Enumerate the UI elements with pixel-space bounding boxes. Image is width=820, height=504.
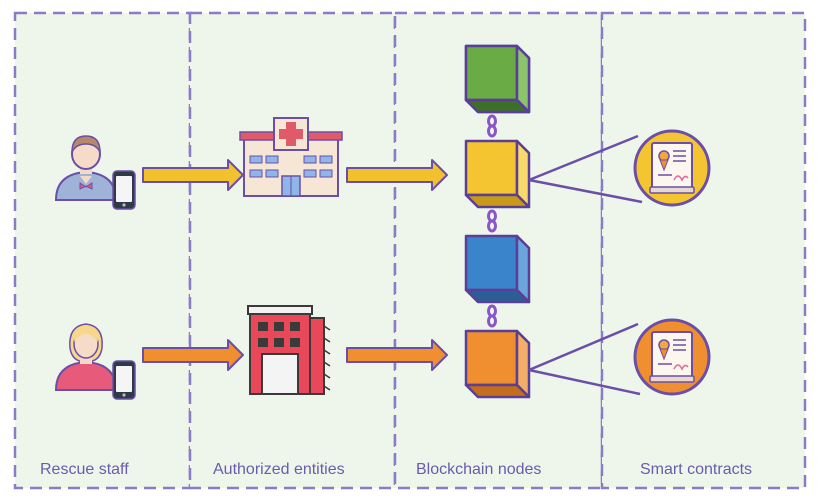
phone-icon [112,360,136,400]
contract-links [528,134,643,396]
node-blue [464,234,531,304]
panel-smart-contracts [600,11,807,490]
phone-icon [112,170,136,210]
column-panels [13,11,807,490]
chain-link-icon [487,304,497,328]
contract-top [633,129,711,207]
column-label-smart-contracts: Smart contracts [640,461,752,478]
person-icon [54,135,118,201]
rescue-staff-male [54,135,136,210]
arrow-firestation-to-node [346,339,448,371]
contract-bottom [633,318,711,396]
panel-rescue-staff [13,11,192,490]
chain-link-icon [487,114,497,138]
column-label-rescue-staff: Rescue staff [40,461,129,478]
fire-station-icon [247,305,331,395]
node-green [464,44,531,114]
panel-authorized-entities [188,11,397,490]
certificate-icon [649,331,695,383]
arrow-hospital-to-node [346,159,448,191]
node-orange-bottom [464,329,531,399]
rescue-staff-female [54,323,136,400]
certificate-icon [649,142,695,194]
arrow-staff-to-firestation [142,339,244,371]
column-label-authorized-entities: Authorized entities [213,461,345,478]
hospital-icon [239,117,343,197]
chain-link-icon [487,209,497,233]
chain-links [487,114,497,328]
node-yellow-top [464,139,531,209]
column-label-blockchain-nodes: Blockchain nodes [416,461,541,478]
person-icon [54,323,118,391]
arrow-staff-to-hospital [142,159,244,191]
